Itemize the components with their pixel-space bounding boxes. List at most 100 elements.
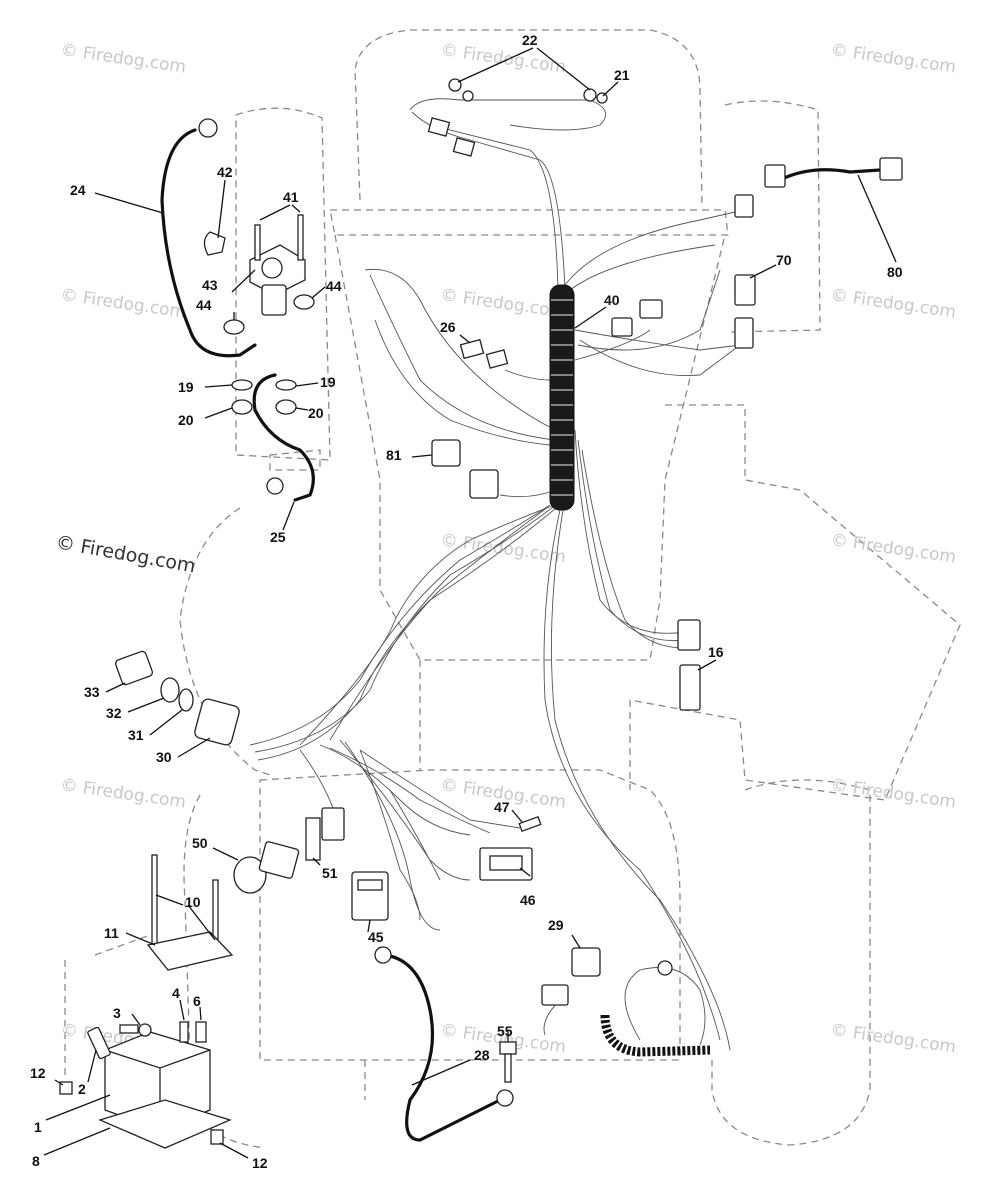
cable-24 (160, 128, 257, 358)
callout-44-left: 44 (196, 297, 212, 313)
callout-10: 10 (185, 894, 201, 910)
callout-28: 28 (474, 1047, 490, 1063)
key-33 (114, 650, 154, 686)
watermark-text: © Firedog.com (439, 40, 567, 77)
callout-22: 22 (522, 32, 538, 48)
callout-1: 1 (34, 1119, 42, 1135)
callout-25: 25 (270, 529, 286, 545)
callout-11: 11 (104, 925, 119, 941)
callout-70: 70 (776, 252, 792, 268)
leader-lines (43, 47, 897, 1159)
harness-loom-40 (549, 284, 575, 511)
callout-3: 3 (113, 1005, 121, 1021)
nut-44-right (293, 294, 315, 310)
nut-44-left (223, 319, 245, 335)
part-29 (571, 947, 601, 977)
callout-41: 41 (283, 189, 299, 205)
callout-6: 6 (193, 993, 201, 1009)
callout-20-right: 20 (308, 405, 324, 421)
callout-80: 80 (887, 264, 903, 280)
bolt-55 (499, 1041, 517, 1055)
watermark-text: © Firedog.com (829, 530, 957, 567)
callout-12-right: 12 (252, 1155, 268, 1171)
parts (59, 78, 903, 1149)
callout-21: 21 (614, 67, 630, 83)
connector-80-left (764, 164, 786, 188)
watermark-text: © Firedog.com (829, 1020, 957, 1057)
watermark-text: © Firedog.com (59, 775, 187, 812)
callout-50: 50 (192, 835, 208, 851)
switch-16 (679, 664, 701, 711)
callout-29: 29 (548, 917, 564, 933)
part-51 (305, 817, 321, 861)
callout-19-right: 19 (320, 374, 336, 390)
part-26 (459, 338, 485, 360)
coiled-loom (600, 1014, 711, 1057)
connector (427, 117, 451, 137)
callout-55: 55 (497, 1023, 513, 1039)
callout-43: 43 (202, 277, 218, 293)
callout-19-left: 19 (178, 379, 194, 395)
part-4 (179, 1021, 189, 1043)
callout-labels: 22 21 24 42 41 43 44 44 19 20 19 20 25 2… (30, 32, 903, 1171)
ring-terminal-24 (198, 118, 218, 138)
tray-8 (98, 1099, 232, 1149)
callout-30: 30 (156, 749, 172, 765)
callout-81: 81 (386, 447, 402, 463)
cables (160, 128, 882, 1142)
part-70 (734, 274, 756, 306)
tractor-ghost-outline (64, 29, 961, 1149)
callout-51: 51 (322, 865, 338, 881)
washer-31 (178, 688, 194, 712)
hour-meter-45 (351, 871, 389, 921)
boot-42 (203, 231, 226, 256)
callout-8: 8 (32, 1153, 40, 1169)
cable-28 (383, 953, 502, 1142)
watermark-text: © Firedog.com (829, 40, 957, 77)
watermark-main-text: © Firedog.com (54, 531, 197, 577)
callout-2: 2 (78, 1081, 86, 1097)
relay-81 (431, 439, 461, 467)
callout-42: 42 (217, 164, 233, 180)
ring-terminal-25 (266, 477, 284, 495)
callout-32: 32 (106, 705, 122, 721)
callout-44-right: 44 (326, 278, 342, 294)
holddown-11 (146, 931, 234, 971)
spring-3 (119, 1024, 139, 1034)
callout-46: 46 (520, 892, 536, 908)
connector (452, 137, 476, 157)
callout-26: 26 (440, 319, 456, 335)
callout-47: 47 (494, 799, 510, 815)
fuse-47 (518, 815, 542, 833)
callout-12-left: 12 (30, 1065, 46, 1081)
callout-16: 16 (708, 644, 724, 660)
ring-terminal-28 (374, 946, 392, 964)
callout-33: 33 (84, 684, 100, 700)
watermark-text: © Firedog.com (59, 40, 187, 77)
bolt-10-left (151, 854, 158, 951)
watermark-text: © Firedog.com (829, 285, 957, 322)
watermark-text: © Firedog.com (439, 285, 567, 322)
callout-45: 45 (368, 929, 384, 945)
cable-25 (252, 373, 315, 502)
callout-31: 31 (128, 727, 144, 743)
part-2 (87, 1026, 111, 1060)
nut-20-left (231, 399, 253, 415)
washer-19-left (231, 379, 253, 391)
connector-80-right (879, 157, 903, 181)
callout-40: 40 (604, 292, 620, 308)
bulb-22-right (583, 88, 597, 102)
callout-24: 24 (70, 182, 86, 198)
nut-32 (160, 677, 180, 703)
callout-4: 4 (172, 985, 180, 1001)
ignition-switch-30 (194, 698, 240, 746)
watermark-text: © Firedog.com (59, 285, 187, 322)
wiring-harness (249, 98, 741, 1051)
watermark-text: © Firedog.com (439, 530, 567, 567)
washer-19-right (275, 379, 297, 391)
clip-12-right (210, 1129, 224, 1145)
callout-20-left: 20 (178, 412, 194, 428)
part-6 (195, 1021, 207, 1043)
